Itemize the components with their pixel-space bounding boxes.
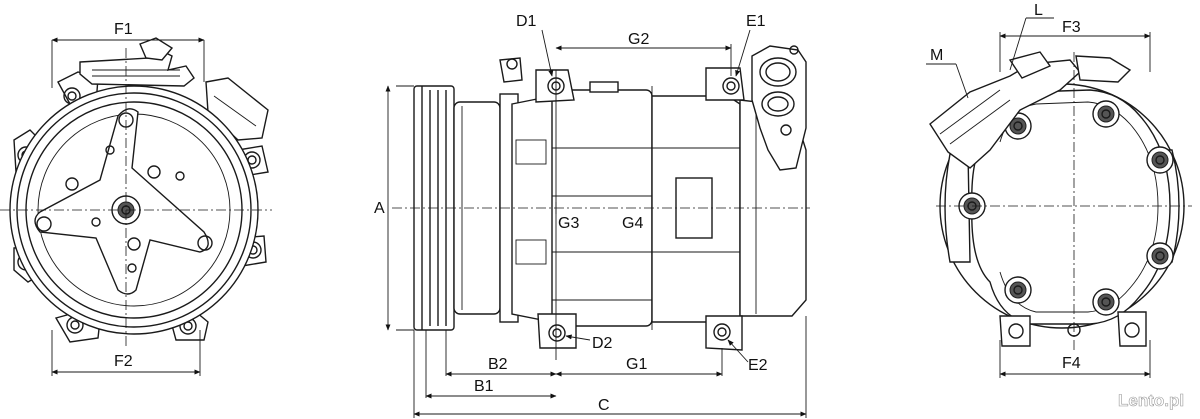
dim-label-f4: F4 (1062, 355, 1081, 372)
dim-label-g1: G1 (626, 356, 647, 373)
dim-label-g3: G3 (558, 215, 579, 232)
dim-label-l: L (1034, 2, 1043, 19)
dim-label-b2: B2 (488, 356, 508, 373)
dim-label-a: A (374, 200, 385, 217)
rear-electrical-connector (929, 51, 1132, 169)
dim-label-b1: B1 (474, 378, 494, 395)
side-view: A G2 D1 E1 G3 G4 D2 E2 B2 G1 B1 C (374, 13, 810, 418)
side-mounting-lugs (499, 57, 745, 351)
front-view: F1 F2 (0, 21, 272, 376)
dim-label-c: C (598, 397, 610, 414)
dim-label-m: M (930, 47, 943, 64)
watermark-logo: Lento.pl (1118, 391, 1184, 410)
dim-label-f2: F2 (114, 353, 133, 370)
rear-cover-plate (971, 89, 1171, 325)
side-valve-ports (751, 45, 807, 171)
dim-label-g2: G2 (628, 31, 649, 48)
rear-view: F3 F4 L M (926, 2, 1192, 378)
dim-label-g4: G4 (622, 215, 643, 232)
dim-label-d2: D2 (592, 335, 613, 352)
dim-label-e1: E1 (746, 13, 766, 30)
dim-label-d1: D1 (516, 13, 537, 30)
dim-label-f1: F1 (114, 21, 133, 38)
dim-label-f3: F3 (1062, 19, 1081, 36)
dim-label-e2: E2 (748, 357, 768, 374)
